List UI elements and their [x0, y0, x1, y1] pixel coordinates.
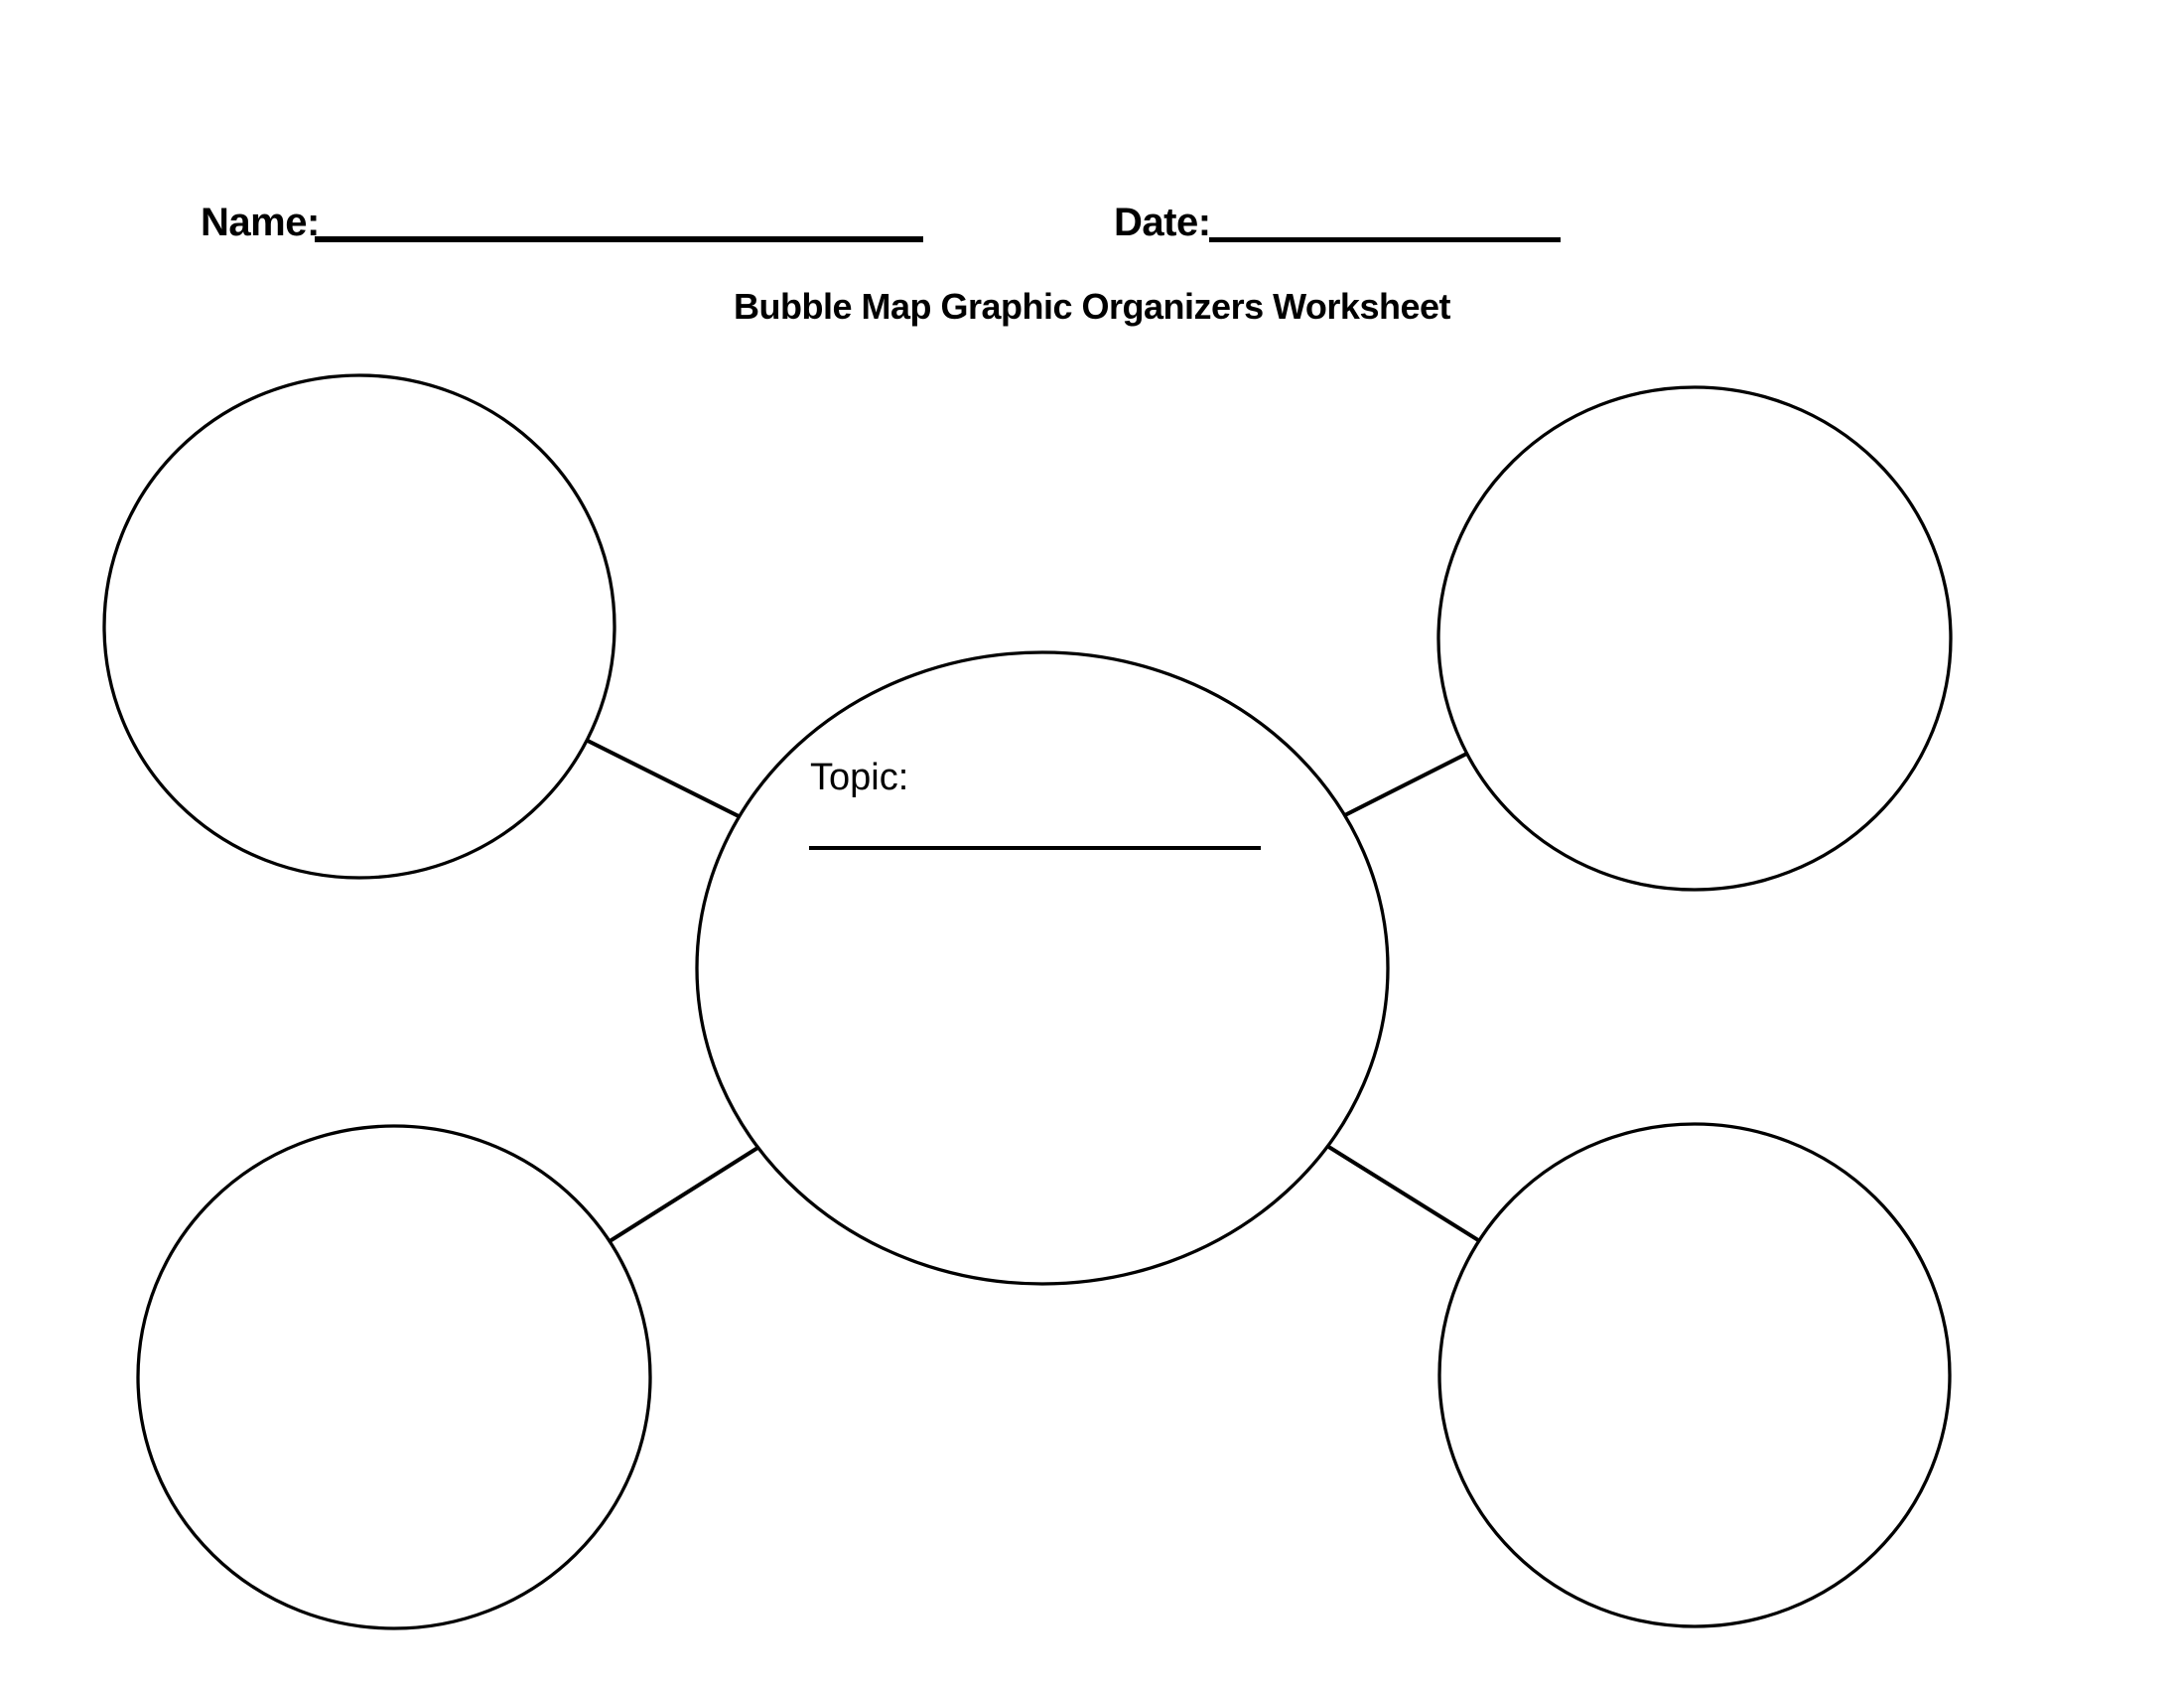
worksheet-title: Bubble Map Graphic Organizers Worksheet: [734, 286, 1451, 327]
bubble-bottom-right: [1437, 1122, 1952, 1628]
topic-label: Topic:: [810, 757, 909, 798]
name-blank-line: [315, 236, 923, 242]
topic-blank-line: [809, 846, 1261, 850]
date-label: Date:: [1114, 201, 1211, 244]
bubble-top-right: [1436, 385, 1953, 892]
date-blank-line: [1209, 237, 1561, 242]
bubble-center-topic: [695, 650, 1390, 1286]
bubble-bottom-left: [136, 1124, 652, 1630]
bubble-top-left: [102, 373, 616, 880]
name-label: Name:: [201, 201, 320, 244]
